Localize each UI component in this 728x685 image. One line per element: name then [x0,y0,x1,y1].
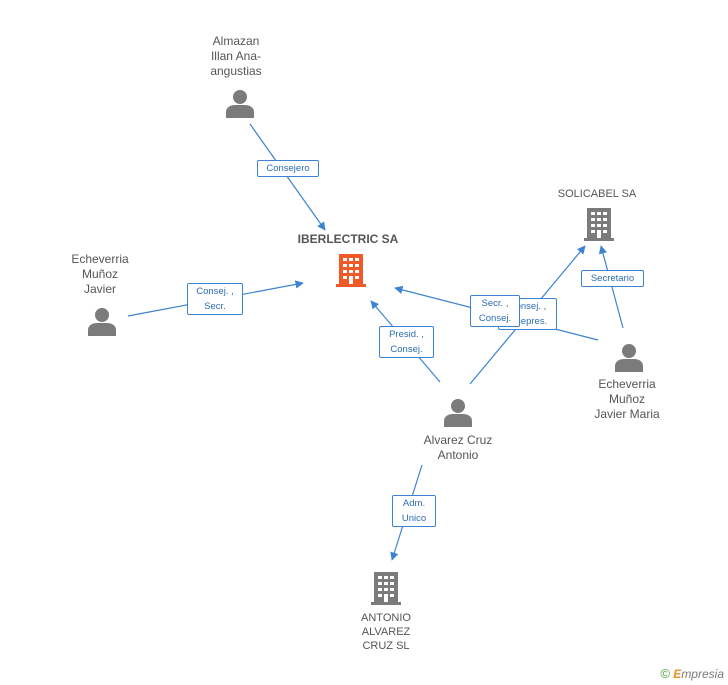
building-icon[interactable] [335,252,367,288]
edge-label-secretario[interactable]: Secretario [581,270,644,287]
edge-maria-solicabel [598,245,624,329]
edge-label-presid-consej[interactable]: Presid. , Consej. [379,326,434,358]
brand-footer: © Empresia [660,666,724,681]
solicabel-label[interactable]: SOLICABEL SA [557,188,637,200]
almazan-label[interactable]: Almazan Illan Ana- angustias [210,34,262,78]
echeverria-maria-label[interactable]: Echeverria Muñoz Javier Maria [594,377,660,421]
person-icon[interactable] [443,397,473,427]
copyright-symbol: © [660,666,670,681]
alvarez-label[interactable]: Alvarez Cruz Antonio [423,433,493,462]
person-icon[interactable] [225,88,255,118]
edge-label-consej-secr[interactable]: Consej. , Secr. [187,283,243,315]
edge-label-adm-unico[interactable]: Adm. Unico [392,495,436,527]
edge-label-consejero[interactable]: Consejero [257,160,319,177]
person-icon[interactable] [87,306,117,336]
iberlectric-label[interactable]: IBERLECTRIC SA [297,232,399,246]
edge-almazan-iberlectric [249,123,326,231]
building-icon[interactable] [583,206,615,242]
echeverria-javier-label[interactable]: Echeverria Muñoz Javier [71,252,129,296]
edge-label-secr-consej[interactable]: Secr. , Consej. [470,295,520,327]
antonio-sl-label[interactable]: ANTONIO ALVAREZ CRUZ SL [361,612,411,652]
empresia-logo: Empresia [673,667,724,681]
building-icon[interactable] [370,570,402,606]
person-icon[interactable] [614,342,644,372]
